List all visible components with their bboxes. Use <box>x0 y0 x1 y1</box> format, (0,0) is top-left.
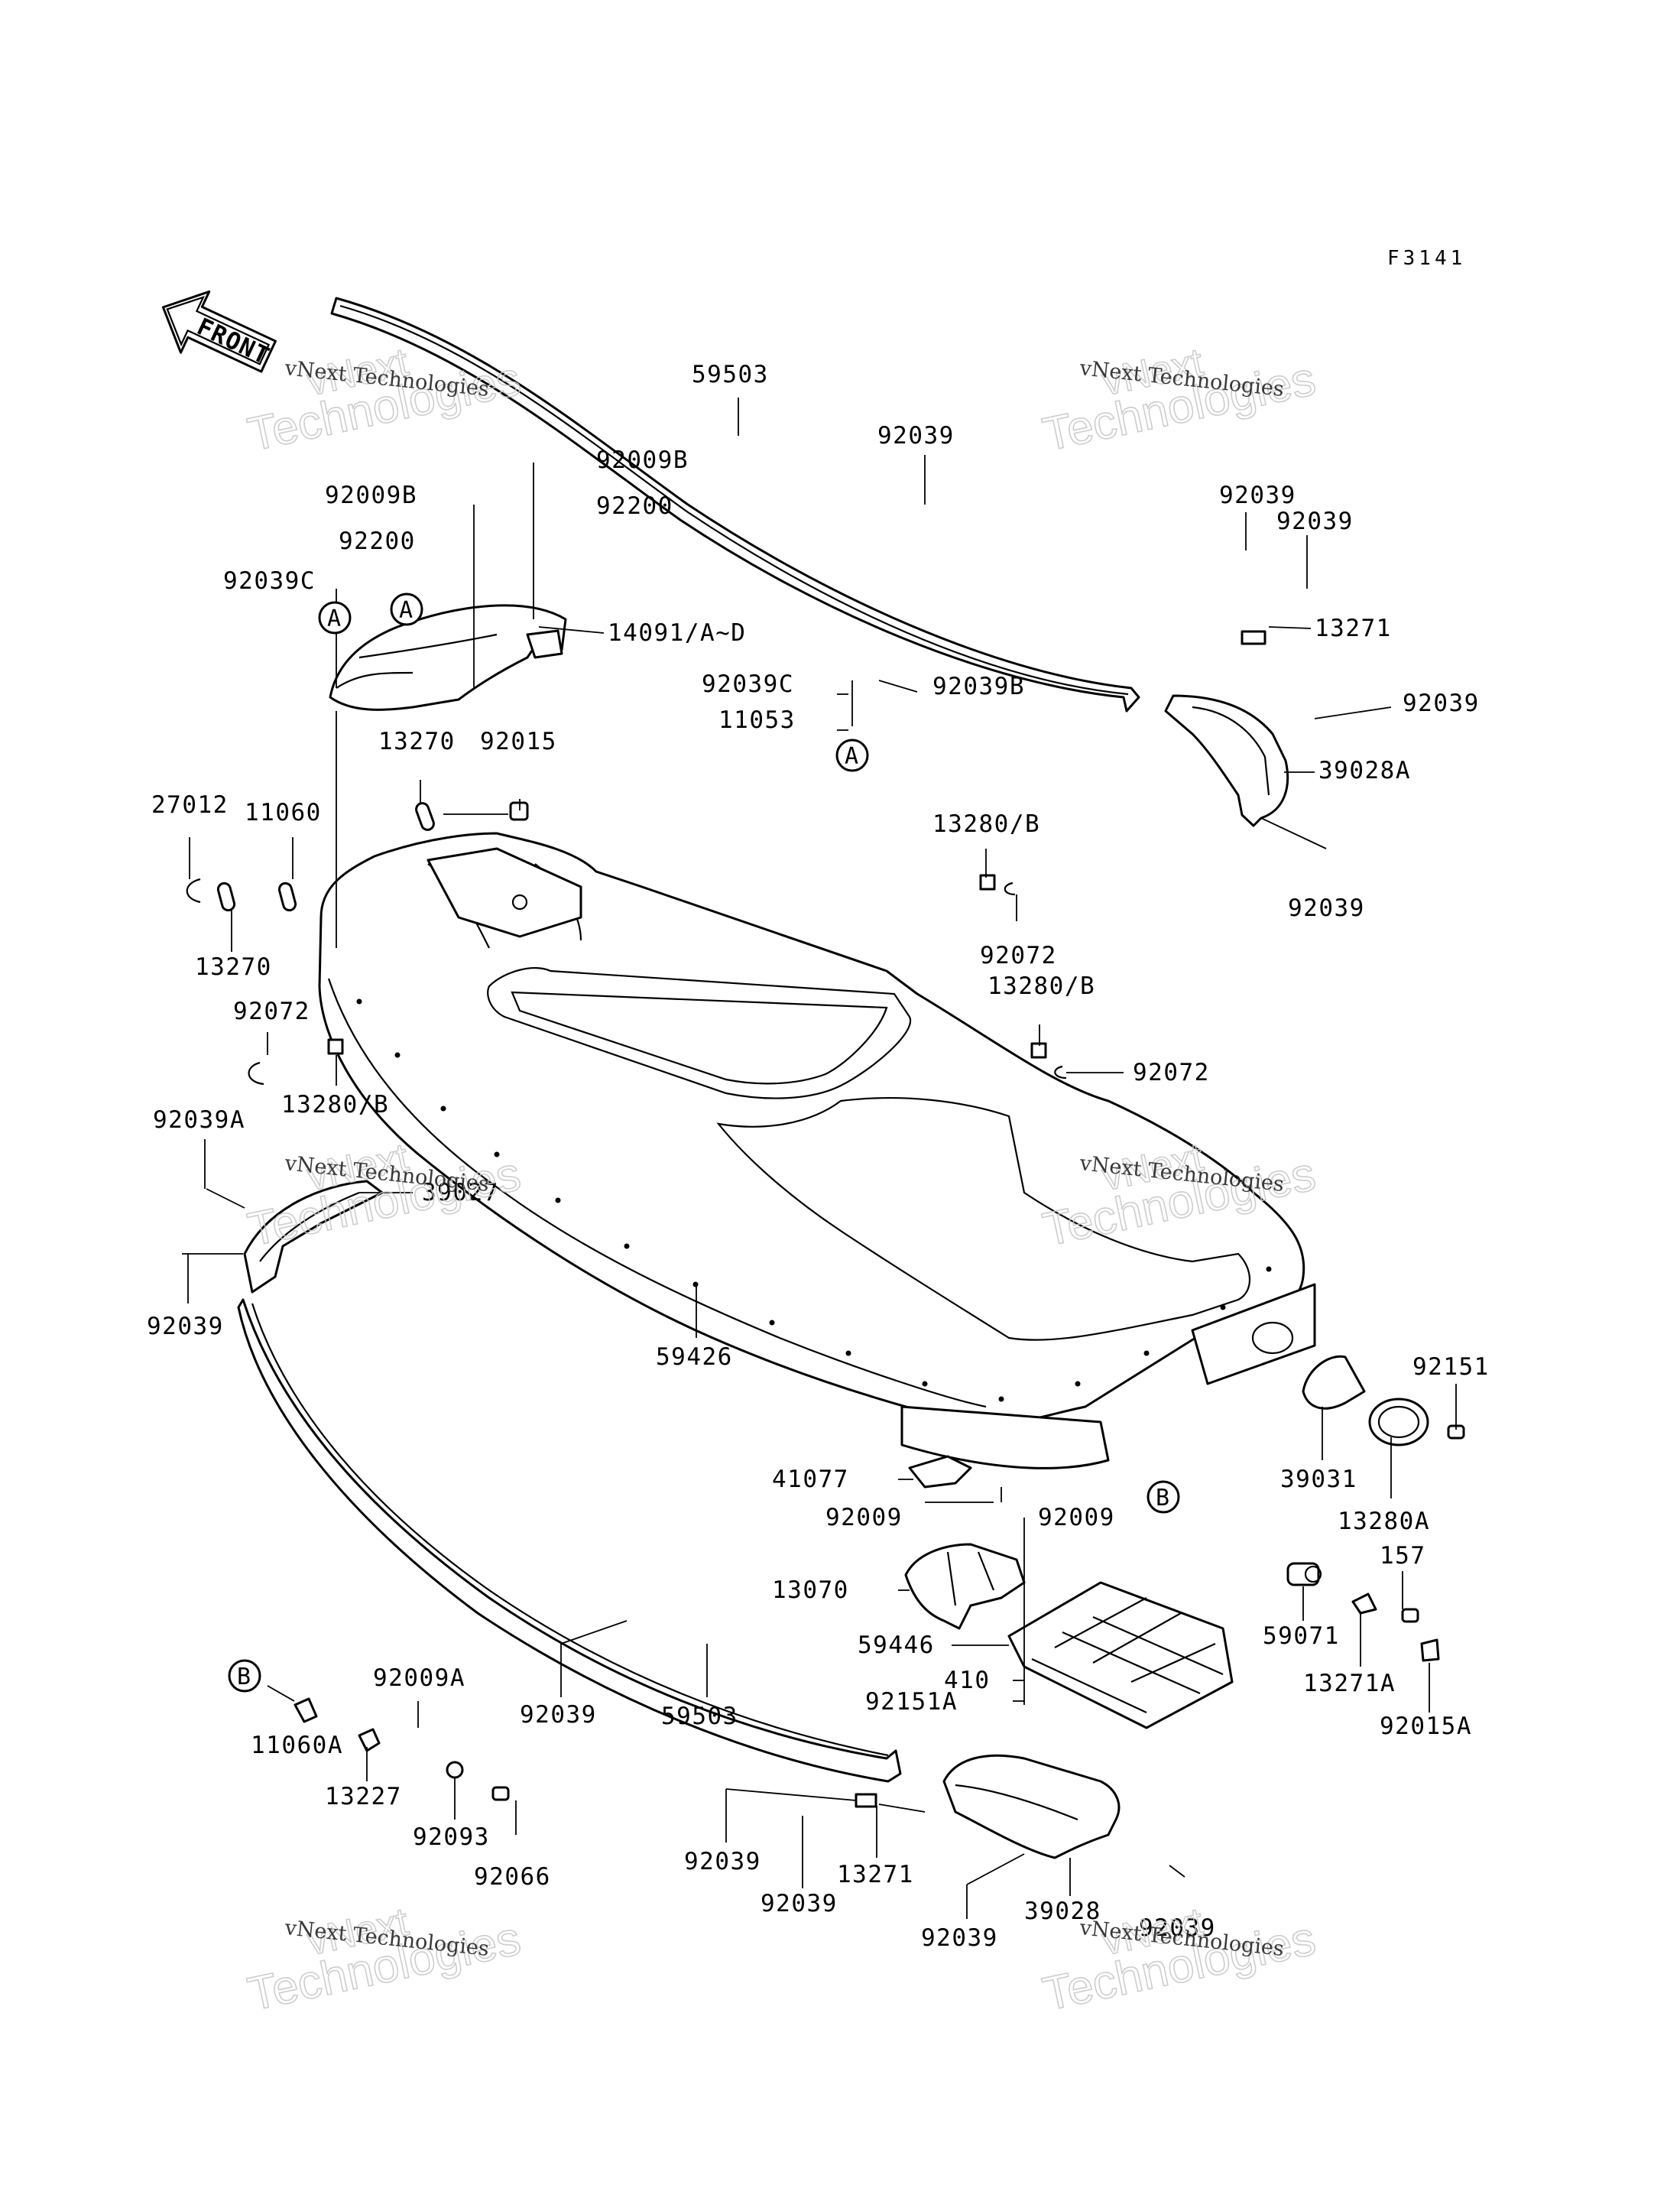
label-screw-b-1: 92009A <box>373 1664 465 1692</box>
callout-circles: A A A B B <box>228 593 1180 1693</box>
part-labels: 59503 92039 92009B 92200 92009B 92200 92… <box>147 361 1490 1952</box>
cover-front <box>329 604 567 711</box>
rail-lower <box>237 1298 902 1783</box>
label-bolt-drain: 157 <box>1380 1542 1426 1570</box>
label-screw-rear-r-4: 92039 <box>1288 894 1365 922</box>
hull <box>318 832 1316 1469</box>
label-nut-drain: 92015A <box>1380 1713 1472 1740</box>
label-drain-plug: 59071 <box>1263 1622 1340 1650</box>
bumper-rear-right <box>1164 694 1289 827</box>
callout-b-1: B <box>1156 1485 1169 1511</box>
callout-a-1: A <box>327 606 341 632</box>
label-bolt-exhaust: 92151 <box>1412 1353 1490 1381</box>
label-plate-rear-r: 13271 <box>1315 615 1392 642</box>
label-screw-rail-upper: 92039 <box>877 422 955 450</box>
label-clamp-3: 92072 <box>233 998 310 1025</box>
label-bolt-grate: 92151A <box>865 1688 958 1716</box>
label-screw-rail-lower: 92039 <box>520 1701 597 1729</box>
label-grate-intake: 59446 <box>858 1631 935 1659</box>
bumper-front-left <box>243 1180 384 1294</box>
callout-b-2: B <box>237 1664 251 1690</box>
label-cover-intake: 13070 <box>772 1576 849 1604</box>
label-cable-hood: 11060 <box>245 799 322 826</box>
label-plate-grommet-1: 13280/B <box>932 810 1040 838</box>
label-screw-a-2: 92039B <box>932 673 1025 700</box>
label-bumper-rear-r: 39028A <box>1318 757 1411 784</box>
cover-intake <box>904 1543 1026 1630</box>
small-hardware <box>186 630 1465 1808</box>
label-washer-grate: 410 <box>944 1667 991 1694</box>
callout-a-3: A <box>845 743 858 770</box>
label-screw-lower-2: 92039 <box>761 1890 838 1917</box>
label-bumper-front-l: 39027 <box>422 1179 499 1206</box>
bracket-intake <box>908 1455 972 1489</box>
label-plate-exhaust: 13280A <box>1338 1508 1430 1535</box>
label-washer-upper-2: 92200 <box>596 492 673 520</box>
label-screw-a-1: 92039C <box>702 670 794 698</box>
rail-upper <box>330 297 1140 713</box>
label-nut-hinge: 92015 <box>480 728 557 755</box>
label-screw-rear-r-3: 92039 <box>1403 690 1480 717</box>
drain-plug <box>1286 1562 1322 1586</box>
label-screw-lower-1: 92039 <box>684 1848 761 1875</box>
label-washer-upper-1: 92200 <box>339 528 416 555</box>
label-washer-b: 92093 <box>413 1823 490 1851</box>
front-arrow-icon: FRONT <box>161 290 277 373</box>
label-plate-grommet-3: 13280/B <box>281 1091 389 1118</box>
label-clamp-1: 92072 <box>980 942 1057 969</box>
label-bumper-rear-l: 39028 <box>1024 1898 1101 1925</box>
grate-intake <box>1007 1581 1234 1729</box>
label-cover-exhaust: 39031 <box>1280 1466 1357 1493</box>
label-bolt-b: 92066 <box>474 1863 551 1891</box>
callout-a-2: A <box>399 597 413 624</box>
label-plate-lower: 13271 <box>837 1861 914 1888</box>
label-grommet-a: 11053 <box>718 706 796 734</box>
label-plate-b: 13227 <box>325 1783 402 1810</box>
bumper-rear-left <box>942 1754 1121 1859</box>
label-screw-upper-2: 92009B <box>596 446 689 474</box>
label-screw-rear-r-2: 92039 <box>1276 508 1354 535</box>
leader-lines <box>182 398 1457 1919</box>
label-screw-front-l-2: 92039 <box>147 1313 224 1340</box>
label-rail-lower: 59503 <box>661 1703 738 1730</box>
label-spring-hood: 27012 <box>151 791 229 819</box>
label-cover-front: 14091/A~D <box>608 619 746 647</box>
label-plate-drain: 13271A <box>1303 1670 1396 1697</box>
label-screw-front-l: 92039A <box>153 1106 245 1134</box>
label-screw-lower-3: 92039 <box>921 1924 998 1952</box>
label-screw-upper-1: 92009B <box>325 482 417 509</box>
figure-code: F3141 <box>1387 247 1466 270</box>
cover-exhaust <box>1302 1355 1366 1410</box>
plate-exhaust <box>1368 1398 1429 1446</box>
label-screw-rear-r-1: 92039 <box>1219 482 1296 509</box>
label-screw-intake-1: 92009 <box>825 1504 903 1531</box>
label-rail-upper: 59503 <box>692 361 769 388</box>
label-plate-grommet-2: 13280/B <box>988 972 1095 1000</box>
label-bracket-intake: 41077 <box>772 1466 849 1493</box>
label-plate-hinge-2: 13270 <box>195 953 272 981</box>
label-hull: 59426 <box>656 1343 733 1371</box>
label-clamp-2: 92072 <box>1133 1059 1210 1086</box>
label-grommet-b: 11060A <box>251 1732 343 1759</box>
label-screw-upper-3: 92039C <box>223 567 316 595</box>
label-plate-hinge-1: 13270 <box>378 728 456 755</box>
label-screw-lower-4: 92039 <box>1139 1914 1216 1942</box>
label-screw-intake-2: 92009 <box>1038 1504 1115 1531</box>
